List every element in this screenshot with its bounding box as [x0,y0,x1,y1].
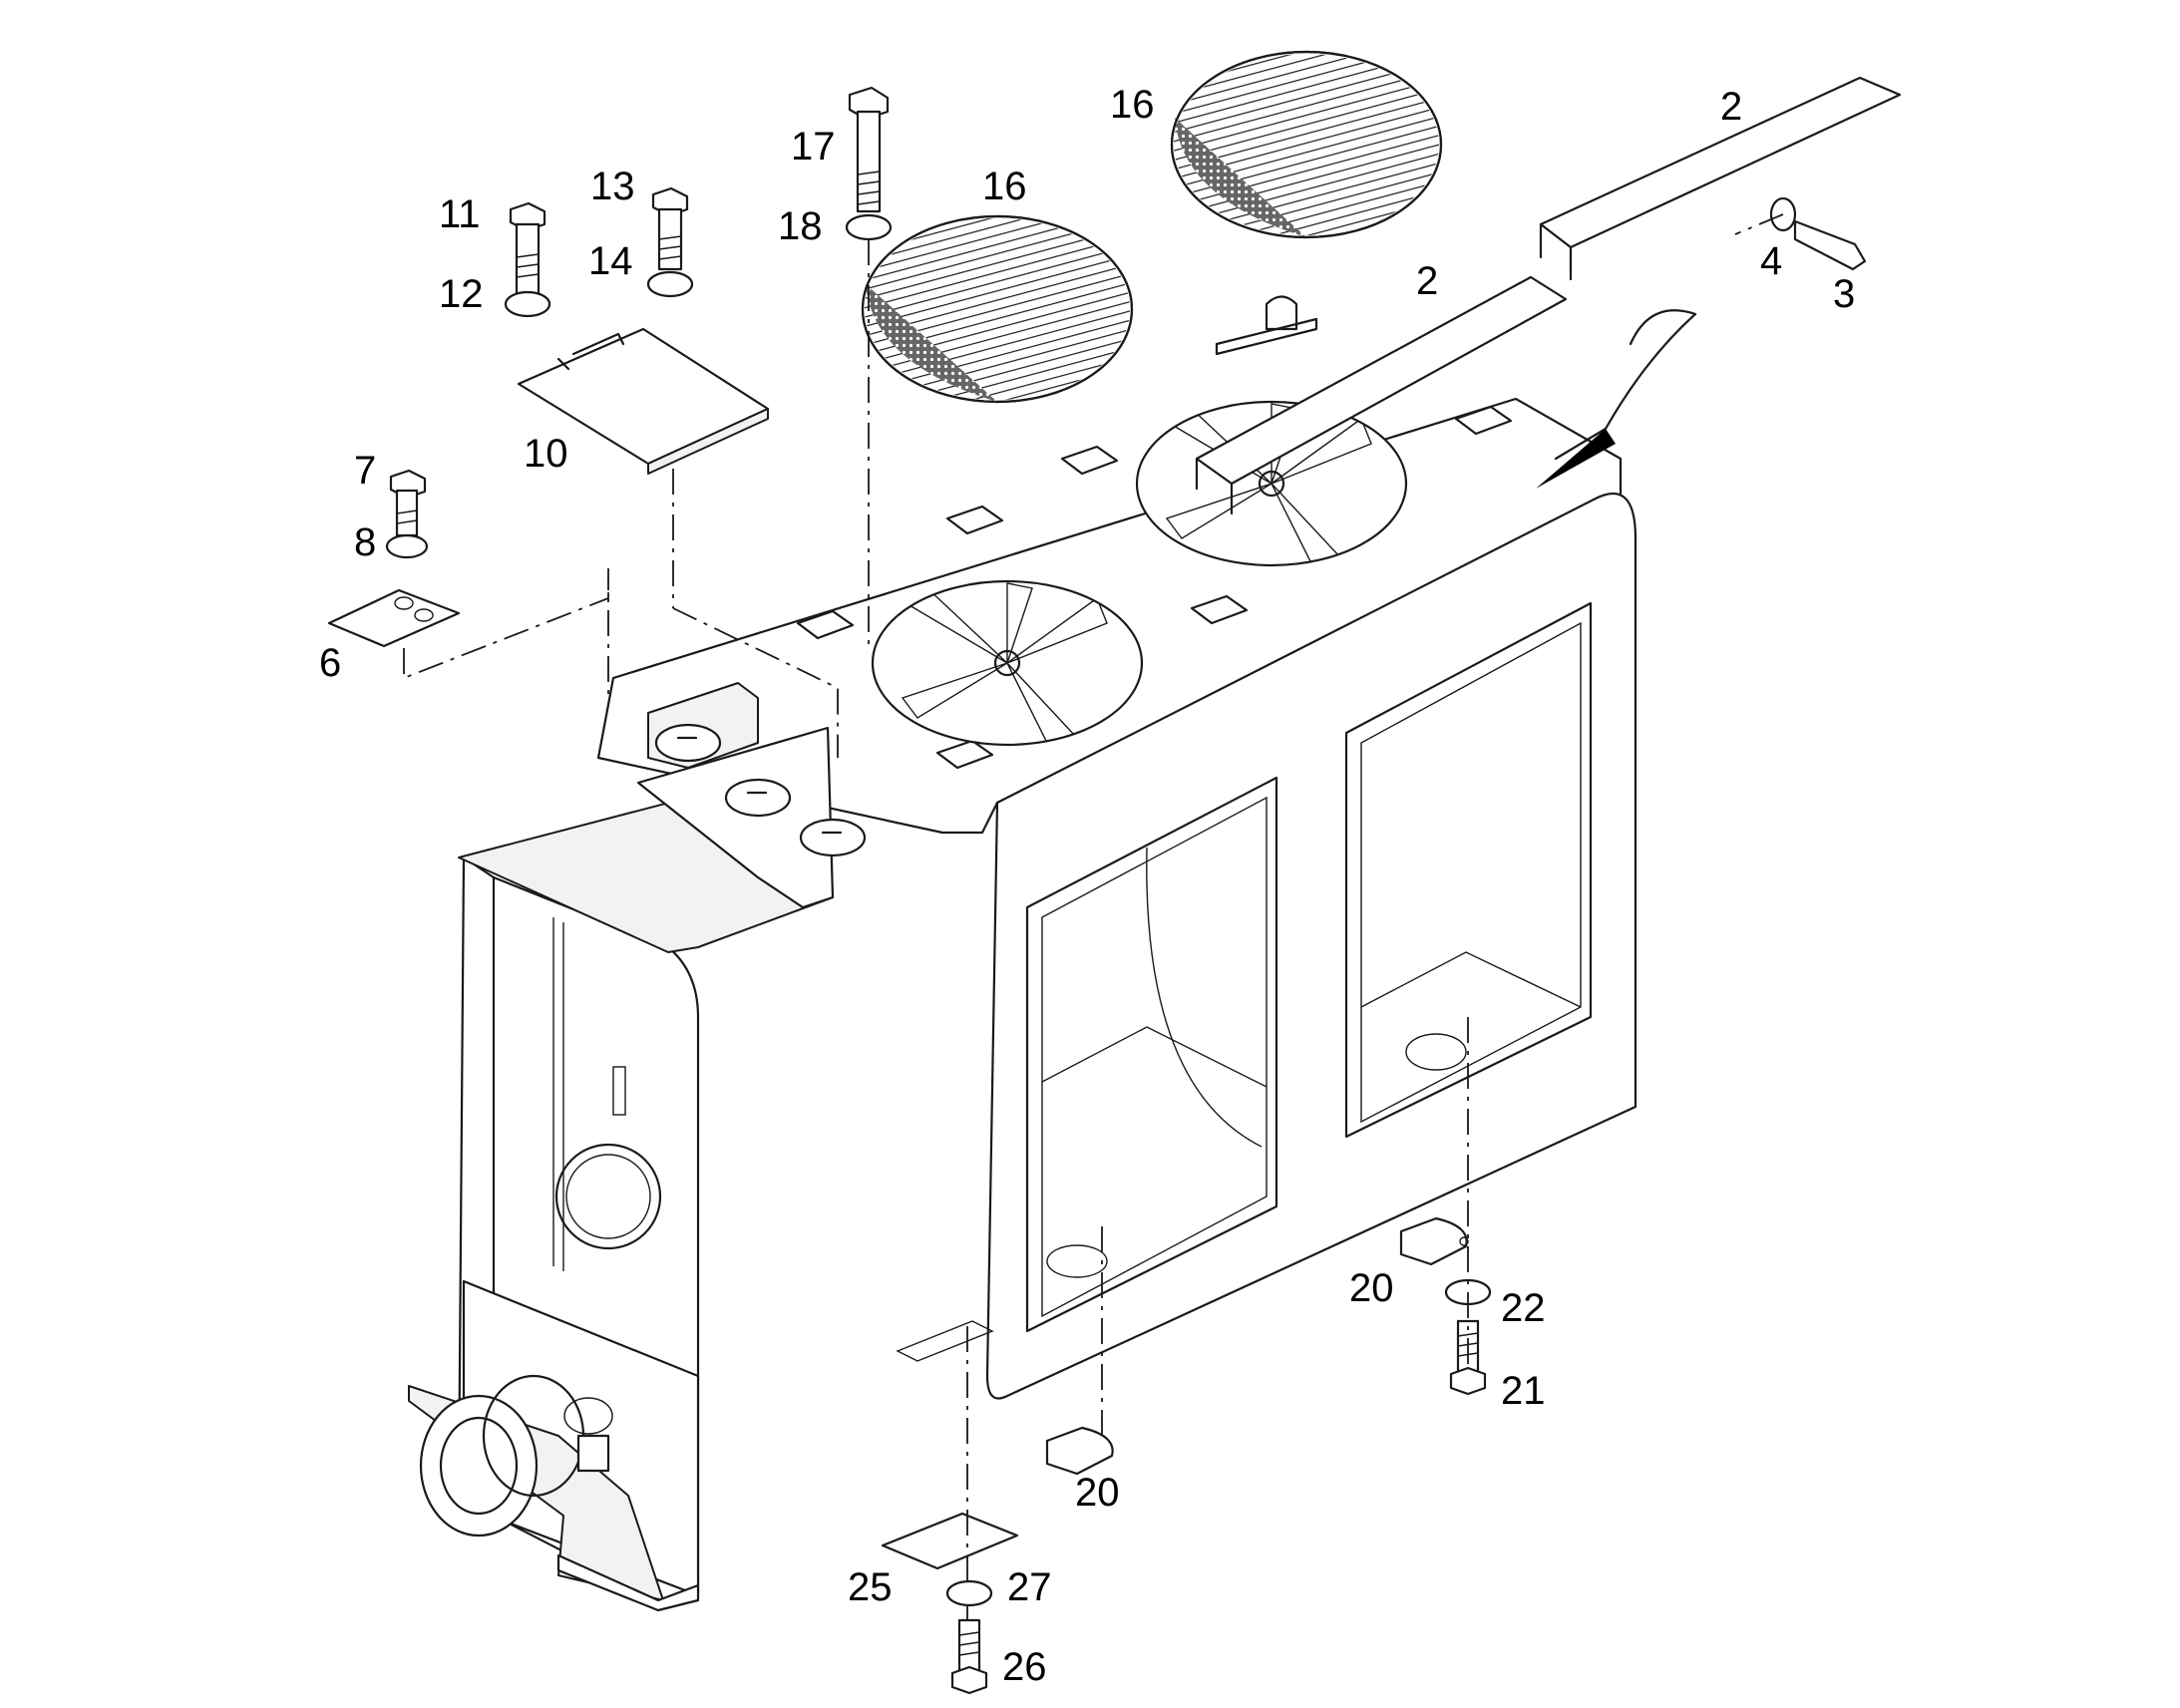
bolt-7 [389,469,427,537]
leader-10 [672,607,839,758]
callout-20b: 20 [1075,1471,1120,1515]
floor-cutout [896,1320,994,1362]
callout-4: 4 [1760,239,1782,283]
housing-front-face [985,493,1637,1400]
callout-25: 25 [848,1565,893,1609]
bolt-26 [950,1618,988,1695]
right-floor-hole [1405,1033,1467,1071]
filter-caps [654,723,867,857]
cover-strip-2-lower [1195,275,1568,515]
left-floor-hole [1046,1244,1108,1278]
callout-2b: 2 [1416,259,1438,303]
callout-7: 7 [354,449,376,493]
callout-21: 21 [1501,1369,1546,1413]
left-window-frame [1025,776,1278,1333]
callout-labels: 2 2 3 4 6 7 8 10 11 12 13 14 16 16 17 18… [319,83,1855,1689]
washer-8 [385,533,429,559]
fan-guard-16-lower [861,214,1134,404]
bolt-17 [848,86,890,213]
hood-cap [636,726,835,909]
callout-16a: 16 [1110,83,1155,127]
callout-8: 8 [354,520,376,564]
inspection-cover [554,1143,662,1250]
callout-16b: 16 [982,165,1027,208]
callout-2a: 2 [1720,85,1742,129]
bolt-11 [509,201,546,296]
plate-20-left [1045,1426,1114,1476]
callout-11: 11 [439,192,481,236]
view-direction-arrow [1536,309,1697,489]
lifting-bar [1215,317,1318,356]
bolt-3-washer-4 [1769,196,1867,271]
callout-10: 10 [524,432,568,476]
valve-body [576,1434,610,1473]
washer-14 [646,270,694,298]
tower-slot [612,1066,626,1116]
washer-18 [845,213,893,241]
left-window-round [1146,847,1263,1148]
inlet-flange [419,1394,539,1537]
callout-20a: 20 [1349,1266,1394,1310]
callout-17: 17 [791,125,836,169]
cover-plate-25 [881,1512,1019,1570]
callout-26: 26 [1002,1645,1047,1689]
callout-3: 3 [1833,272,1855,316]
inspection-cover-inner [565,1154,651,1239]
right-window-frame [1344,601,1593,1139]
fan-guard-16-upper [1170,50,1443,239]
cover-plate-10 [517,327,770,475]
plate-20-right [1399,1216,1469,1266]
washer-27 [945,1579,993,1607]
cooling-fan-left [871,579,1144,747]
right-window-floor [1360,951,1582,1008]
left-window-wall [1041,1026,1268,1088]
callout-6: 6 [319,641,341,685]
centerline-3 [1734,213,1784,235]
callout-27: 27 [1007,1565,1052,1609]
callout-14: 14 [588,239,633,283]
callout-18: 18 [778,204,823,248]
cover-plate-6 [327,588,461,648]
callout-12: 12 [439,272,484,316]
valve-handwheel [563,1397,613,1435]
washer-12 [504,290,551,318]
bolt-13 [651,186,689,271]
radiator-housing [408,295,1637,1612]
callout-13: 13 [590,165,635,208]
inlet-flange-bore [439,1416,519,1516]
cover-strip-2-upper [1539,76,1902,281]
leader-6 [403,568,609,698]
base-foot [556,1553,700,1612]
left-window-inner [1041,796,1268,1318]
callout-22: 22 [1501,1286,1546,1330]
